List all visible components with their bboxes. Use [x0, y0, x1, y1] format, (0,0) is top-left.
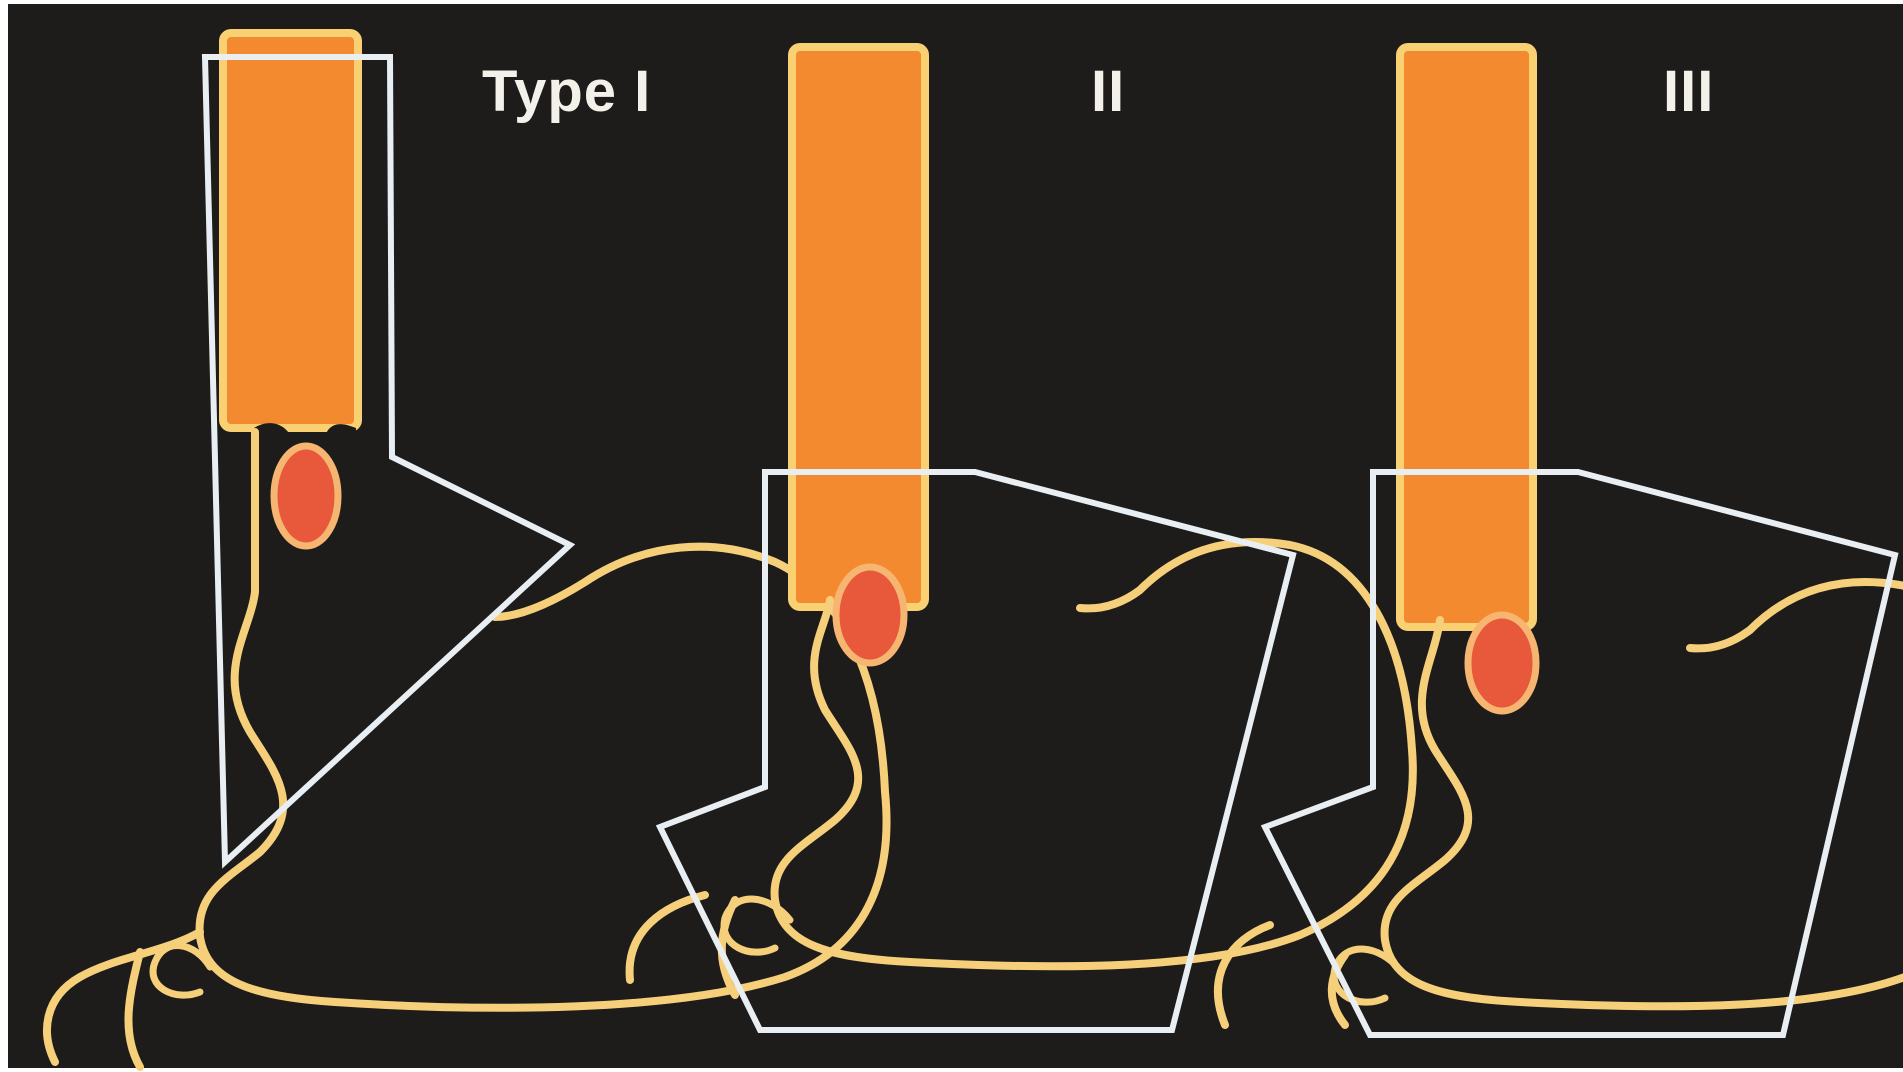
tumor: [836, 567, 904, 663]
stomach-outline: [630, 542, 1413, 995]
stomach-outline: [47, 432, 886, 1067]
panel-type-1: [47, 33, 886, 1067]
tumor: [274, 446, 338, 546]
esophagus-tube: [1400, 47, 1533, 627]
type-1-label: Type I: [482, 63, 651, 121]
esophagus-tube: [792, 47, 925, 607]
esophagus-tube: [223, 33, 358, 428]
panel-type-3: [1218, 47, 1903, 1035]
tumor: [1468, 615, 1536, 711]
type-2-label: II: [1091, 63, 1125, 121]
type-3-label: III: [1663, 63, 1714, 121]
